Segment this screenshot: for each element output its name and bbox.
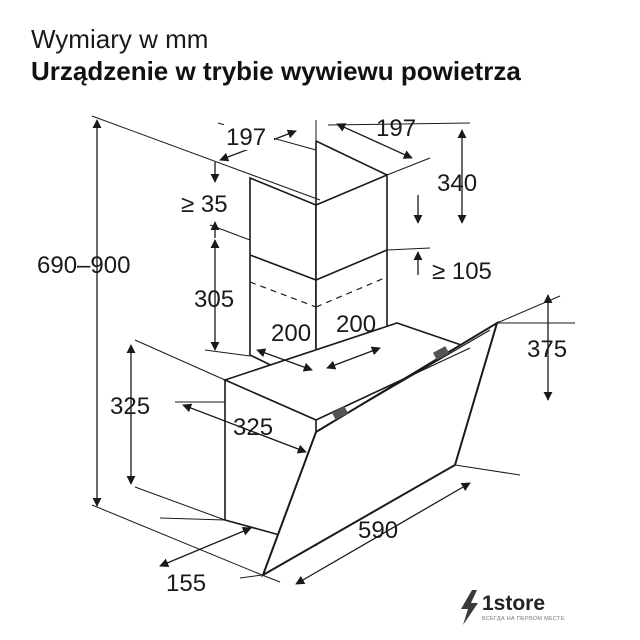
dim-label-325-vertical: 325	[110, 393, 150, 420]
dim-label-overall: 690–900	[37, 252, 130, 279]
dim-label-590: 590	[358, 517, 398, 544]
dim-label-155: 155	[166, 570, 206, 597]
dim-label-gap-35: ≥ 35	[181, 191, 228, 218]
dim-line-325-depth	[182, 403, 307, 454]
chimney-joint-left	[249, 254, 317, 281]
dim-label-197-right: 197	[376, 115, 416, 142]
dim-label-gap-105: ≥ 105	[432, 258, 492, 285]
glass-edge-inner	[321, 329, 491, 429]
watermark-brand: 1store	[482, 592, 545, 615]
hinge-left	[331, 406, 349, 420]
dim-label-340: 340	[437, 170, 477, 197]
lightning-bolt-icon	[461, 590, 478, 625]
store-watermark: 1store ВСЕГДА НА ПЕРВОМ МЕСТЕ	[461, 590, 565, 625]
dim-label-325-depth: 325	[233, 414, 273, 441]
chimney-back-top-edge	[315, 140, 388, 176]
chimney-hidden-right	[315, 276, 388, 308]
dim-label-375: 375	[527, 336, 567, 363]
dim-line-590	[295, 482, 471, 585]
units-caption: Wymiary w mm	[31, 24, 209, 54]
hinge-right	[432, 346, 450, 360]
watermark-tagline: ВСЕГДА НА ПЕРВОМ МЕСТЕ	[482, 616, 565, 622]
drawing-title: Urządzenie w trybie wywiewu powietrza	[31, 56, 521, 86]
dimension-labels: 197 197 340 ≥ 35 690–900 ≥ 105 305 200 2…	[37, 115, 567, 597]
chimney-joint-right	[315, 249, 388, 281]
dim-label-200-right: 200	[336, 311, 376, 338]
dimension-arrows	[92, 119, 553, 585]
dim-line-200-left	[256, 348, 313, 372]
dim-label-197-left: 197	[226, 124, 266, 151]
dim-line-200-right	[326, 346, 381, 370]
dim-label-200-left: 200	[271, 320, 311, 347]
dim-line-197-right	[336, 123, 413, 159]
chimney-hidden-left	[249, 281, 317, 308]
dim-label-305: 305	[194, 286, 234, 313]
dim-line-155	[159, 526, 252, 568]
